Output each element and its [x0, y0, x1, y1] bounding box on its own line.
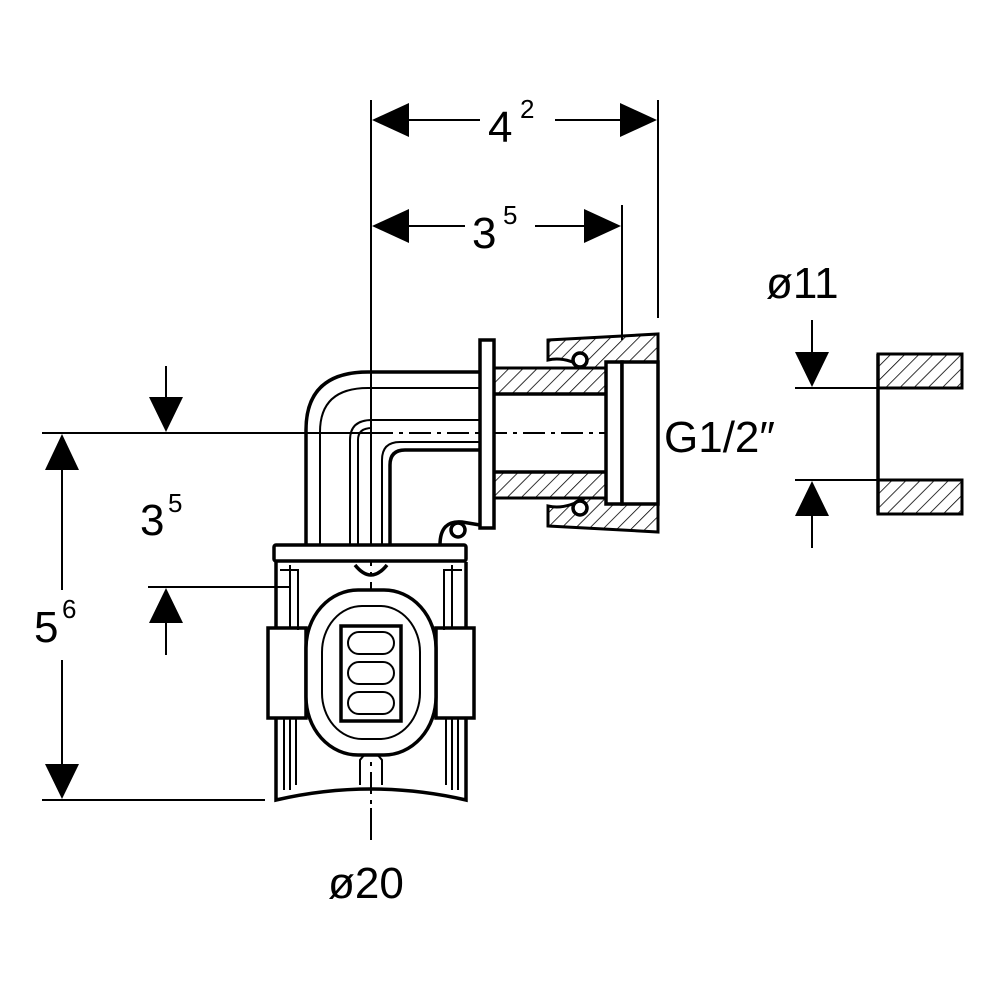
dimension-inner-diameter-label: ø11 [766, 259, 839, 308]
dimension-pipe-diameter-label: ø20 [328, 859, 404, 908]
thread-label: G1/2″ [664, 413, 775, 462]
arrow-down-icon [45, 764, 79, 799]
indicator-slot [347, 661, 395, 685]
dimension-left-height-value: 5 [34, 603, 58, 652]
o-ring-icon [571, 351, 589, 369]
elbow-body [304, 370, 481, 546]
dimension-top-overall-value: 4 [488, 103, 512, 152]
arrow-right-icon [584, 209, 621, 243]
indicator-slot [347, 691, 395, 715]
dimension-top-overall-sup: 2 [520, 94, 534, 124]
dimension-top-inner: 3 5 [372, 200, 623, 340]
pipe-section [795, 352, 964, 516]
arrow-left-icon [372, 209, 409, 243]
arrow-down-icon [795, 352, 829, 387]
arrow-up-icon [795, 481, 829, 516]
arrow-down-icon [149, 397, 183, 432]
dimension-top-inner-sup: 5 [503, 200, 517, 230]
press-sleeve [266, 562, 476, 803]
arrow-right-icon [620, 103, 657, 137]
indicator-slot [347, 631, 395, 655]
dimension-left-offset-sup: 5 [168, 488, 182, 518]
dimension-left-offset: 3 5 [42, 366, 371, 655]
flange [478, 338, 496, 530]
arrow-up-icon [149, 588, 183, 623]
dimension-top-inner-value: 3 [472, 209, 496, 258]
dimension-inner-diameter: ø11 [766, 259, 839, 548]
collar [272, 543, 468, 563]
arrow-left-icon [372, 103, 409, 137]
o-ring-icon [571, 499, 589, 517]
dimension-left-offset-value: 3 [140, 496, 164, 545]
dimension-left-height: 5 6 [34, 434, 265, 801]
arrow-up-icon [45, 434, 79, 470]
inspection-window [304, 588, 438, 757]
threaded-union [492, 332, 660, 534]
dimension-left-height-sup: 6 [62, 594, 76, 624]
